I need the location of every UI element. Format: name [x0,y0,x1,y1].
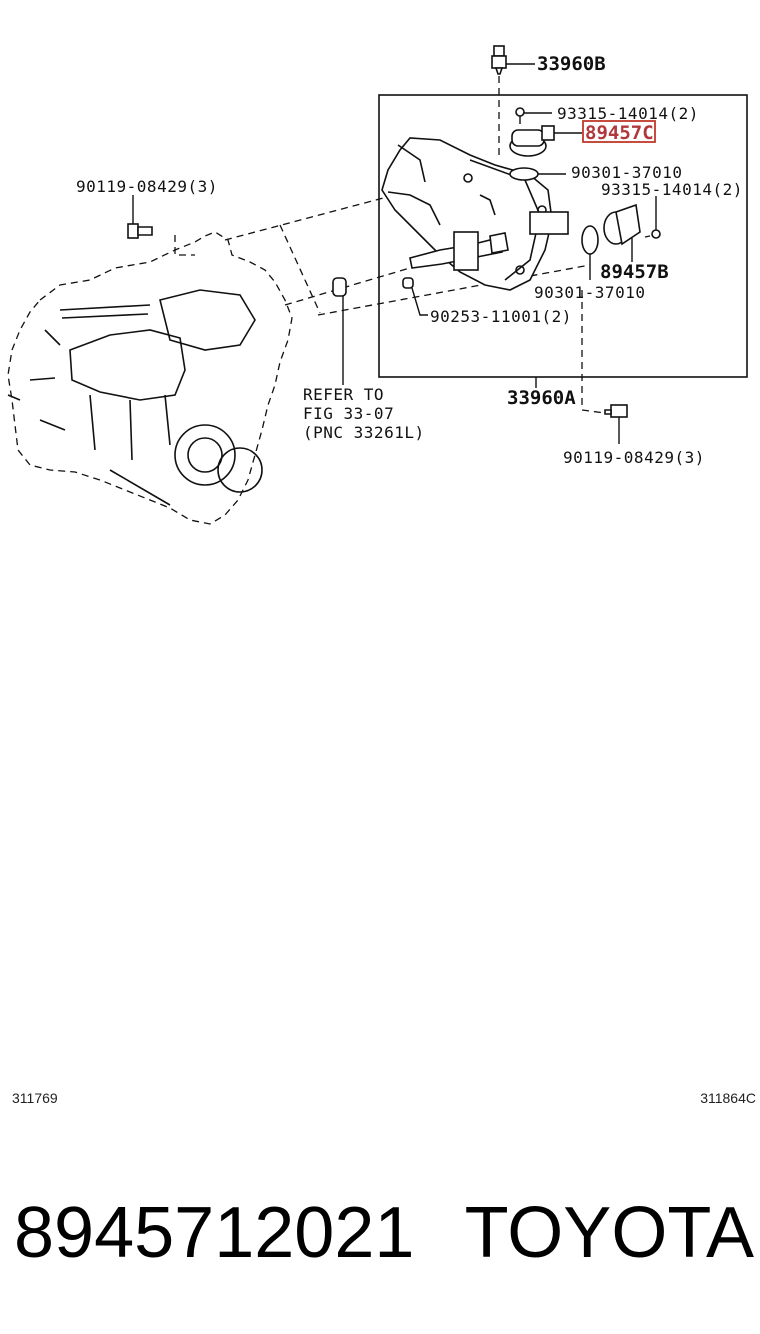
refer-note-line3: (PNC 33261L) [303,423,425,442]
highlight-box [582,120,656,143]
parts-diagram: 33960B 93315-14014(2) 89457C 90301-37010… [7,45,748,525]
bolt-90119-left [127,195,153,239]
label-93315-top: 93315-14014(2) [557,104,699,123]
label-90301-bottom: 90301-37010 [534,283,645,302]
label-90301-top: 90301-37010 [571,163,682,182]
label-89457B: 89457B [600,261,669,283]
image-code-left: 311769 [12,1090,58,1106]
o-ring-90301-top [509,167,566,181]
sensor-33960B [491,45,535,160]
screw-93315-top [515,107,552,124]
assembly-frame [378,94,748,378]
label-93315-right: 93315-14014(2) [601,180,743,199]
plug-90253 [402,277,428,316]
part-caption: 8945712021 TOYOTA [14,1188,754,1278]
actuator-body [381,137,569,291]
refer-plug [332,277,347,385]
sensor-89457C [509,125,582,157]
label-33960B: 33960B [537,53,606,75]
label-90253: 90253-11001(2) [430,307,572,326]
refer-note-line2: FIG 33-07 [303,404,394,423]
bolt-90119-right [604,404,628,444]
alignment-lines [174,174,606,414]
image-code-right: 311864C [700,1090,756,1106]
refer-note-line1: REFER TO [303,385,384,404]
part-number: 8945712021 [14,1193,415,1273]
brand-name: TOYOTA [464,1193,754,1273]
label-90119-left: 90119-08429(3) [76,177,218,196]
transmission-case [7,231,293,525]
screw-93315-right [644,196,661,239]
o-ring-90301-bottom [581,225,599,280]
label-89457C: 89457C [585,122,654,144]
label-33960A: 33960A [507,387,576,409]
label-90119-right: 90119-08429(3) [563,448,705,467]
sensor-89457B [603,203,641,262]
